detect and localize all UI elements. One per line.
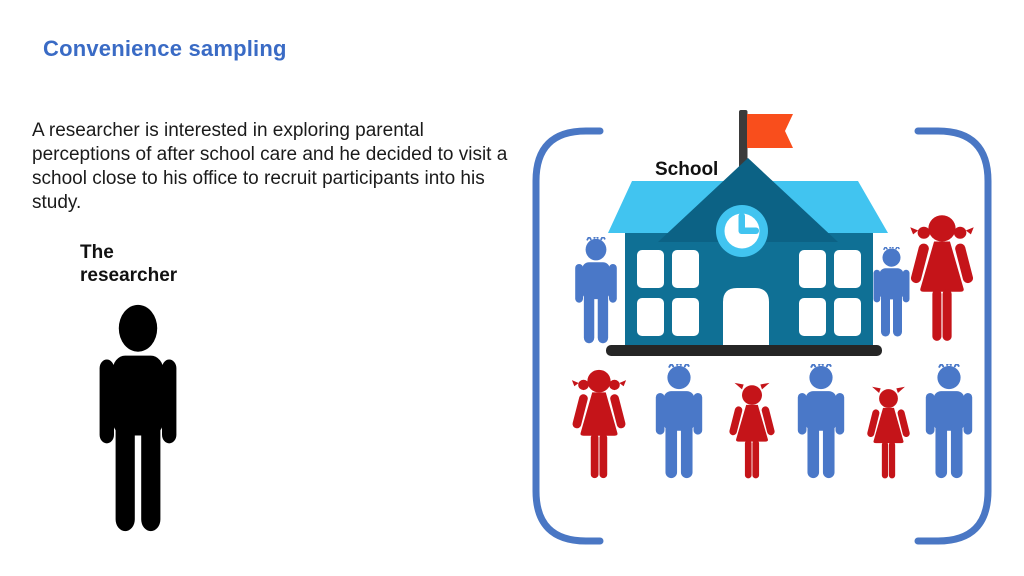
researcher-figure <box>99 304 177 532</box>
school-windows <box>637 250 861 336</box>
school-building: School <box>606 110 888 356</box>
person-figure <box>924 364 974 480</box>
school-label: School <box>655 159 718 180</box>
school-gable <box>658 158 838 242</box>
researcher-label: The researcher <box>80 242 178 286</box>
sample-bracket-right <box>914 127 992 545</box>
person-figure <box>728 382 776 479</box>
scenario-text: A researcher is interested in exploring … <box>32 120 508 213</box>
person-figure <box>571 369 627 479</box>
child-figure-right <box>872 247 911 338</box>
person-figure <box>654 364 704 480</box>
parent-figure-right <box>909 215 975 341</box>
school-base <box>606 345 882 356</box>
parent-figure-left <box>574 237 618 345</box>
school-door <box>723 288 769 346</box>
slide-title: Convenience sampling <box>43 36 287 61</box>
clock-icon <box>716 205 768 257</box>
sample-bracket-left <box>532 127 604 545</box>
person-figure <box>796 364 846 480</box>
flag-icon <box>747 114 793 148</box>
person-figure <box>866 386 911 479</box>
